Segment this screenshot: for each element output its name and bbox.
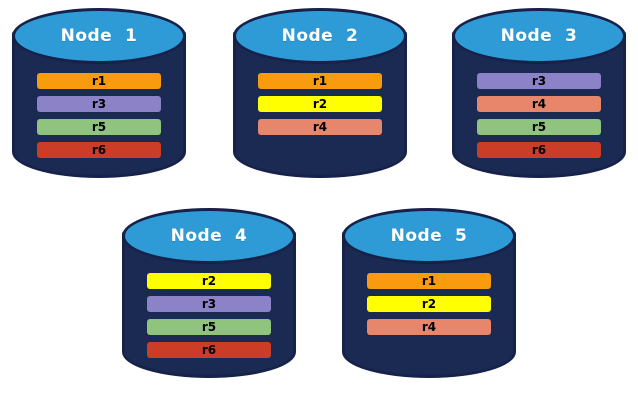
cylinder-top-ellipse xyxy=(12,8,186,64)
replica-bar-r3[interactable]: r3 xyxy=(477,73,601,89)
replica-bar-r6[interactable]: r6 xyxy=(147,342,271,358)
node-label: Node 5 xyxy=(390,226,468,246)
replica-list: r1 r2 r4 xyxy=(342,264,516,335)
node-label: Node 4 xyxy=(170,226,248,246)
replica-bar-r5[interactable]: r5 xyxy=(37,119,161,135)
replica-bar-r6[interactable]: r6 xyxy=(477,142,601,158)
replica-bar-r2[interactable]: r2 xyxy=(147,273,271,289)
node-label: Node 1 xyxy=(60,26,138,46)
replica-list: r2 r3 r5 r6 xyxy=(122,264,296,358)
replica-bar-r3[interactable]: r3 xyxy=(147,296,271,312)
replica-bar-r1[interactable]: r1 xyxy=(258,73,382,89)
node-label: Node 2 xyxy=(281,26,359,46)
database-node-1[interactable]: Node 1 r1 r3 r5 r6 xyxy=(12,8,186,194)
replica-bar-r5[interactable]: r5 xyxy=(147,319,271,335)
replica-list: r3 r4 r5 r6 xyxy=(452,64,626,158)
replica-bar-r4[interactable]: r4 xyxy=(258,119,382,135)
database-node-5[interactable]: Node 5 r1 r2 r4 xyxy=(342,208,516,394)
replica-bar-r1[interactable]: r1 xyxy=(367,273,491,289)
replica-bar-r4[interactable]: r4 xyxy=(477,96,601,112)
replica-bar-r3[interactable]: r3 xyxy=(37,96,161,112)
replica-bar-r1[interactable]: r1 xyxy=(37,73,161,89)
database-node-2[interactable]: Node 2 r1 r2 r4 xyxy=(233,8,407,194)
replica-bar-r6[interactable]: r6 xyxy=(37,142,161,158)
replica-list: r1 r2 r4 xyxy=(233,64,407,135)
replica-bar-r2[interactable]: r2 xyxy=(258,96,382,112)
replica-bar-r5[interactable]: r5 xyxy=(477,119,601,135)
replica-list: r1 r3 r5 r6 xyxy=(12,64,186,158)
node-label: Node 3 xyxy=(500,26,578,46)
replica-bar-r2[interactable]: r2 xyxy=(367,296,491,312)
database-node-4[interactable]: Node 4 r2 r3 r5 r6 xyxy=(122,208,296,394)
cylinder-top-ellipse xyxy=(452,8,626,64)
replica-bar-r4[interactable]: r4 xyxy=(367,319,491,335)
cylinder-top-ellipse xyxy=(122,208,296,264)
database-node-3[interactable]: Node 3 r3 r4 r5 r6 xyxy=(452,8,626,194)
cylinder-top-ellipse xyxy=(342,208,516,264)
cylinder-top-ellipse xyxy=(233,8,407,64)
